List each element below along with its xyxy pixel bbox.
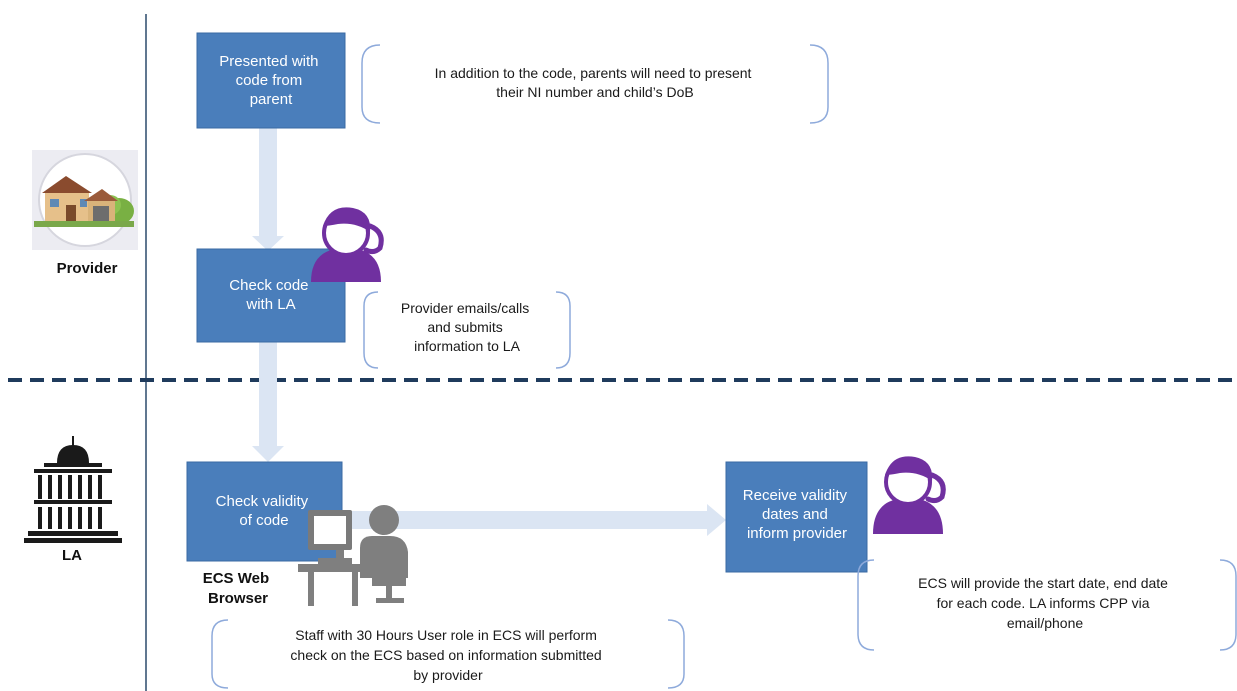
caption-ecs-line-2: Browser bbox=[208, 590, 268, 607]
note-bracket-right bbox=[1219, 559, 1237, 651]
arrow-validity-to-receive bbox=[342, 504, 726, 536]
person-phone-icon bbox=[873, 456, 946, 534]
note-provider-line-2: and submits bbox=[427, 319, 502, 335]
note-provider-emails: Provider emails/calls and submits inform… bbox=[363, 291, 571, 369]
note-ecs-line-1: ECS will provide the start date, end dat… bbox=[918, 575, 1168, 591]
house-icon bbox=[32, 150, 138, 250]
note-ecs-provide: ECS will provide the start date, end dat… bbox=[857, 559, 1237, 651]
note-ecs-line-2: for each code. LA informs CPP via bbox=[937, 595, 1150, 611]
arrow-check-to-validity bbox=[252, 342, 284, 462]
arrow-presented-to-check bbox=[252, 128, 284, 251]
note-parents-present: In addition to the code, parents will ne… bbox=[361, 44, 829, 124]
note-parents-line-2: their NI number and child’s DoB bbox=[496, 84, 693, 100]
note-parents-line-1: In addition to the code, parents will ne… bbox=[435, 65, 752, 81]
lane-label-provider: Provider bbox=[57, 260, 118, 277]
svg-text:In addition to the code, paren: In addition to the code, parents will ne… bbox=[435, 65, 756, 100]
svg-text:Presented with code from: Presented with code from parent bbox=[219, 53, 322, 108]
box-receive-validity: Receive validity dates and inform provid… bbox=[725, 461, 868, 573]
box-check-code-line-1: Check code bbox=[229, 277, 308, 294]
svg-text:Receive validity dates a: Receive validity dates and inform provid… bbox=[743, 487, 851, 542]
caption-ecs-line-1: ECS Web bbox=[203, 570, 269, 587]
box-presented-line-2: code from bbox=[236, 72, 303, 89]
note-staff-line-3: by provider bbox=[413, 667, 483, 683]
note-provider-line-1: Provider emails/calls bbox=[401, 300, 529, 316]
note-bracket-left bbox=[361, 44, 381, 124]
svg-text:Staff with 30 Hours User role: Staff with 30 Hours User role in ECS wil… bbox=[290, 627, 605, 683]
note-staff-line-1: Staff with 30 Hours User role in ECS wil… bbox=[295, 627, 597, 643]
svg-text:Provider emails/calls an: Provider emails/calls and submits inform… bbox=[401, 300, 533, 354]
note-staff-check: Staff with 30 Hours User role in ECS wil… bbox=[211, 619, 685, 689]
lane-label-la: LA bbox=[62, 547, 82, 564]
box-check-validity-line-2: of code bbox=[239, 512, 288, 529]
box-presented-line-1: Presented with bbox=[219, 53, 318, 70]
note-bracket-left bbox=[363, 291, 379, 369]
note-bracket-left bbox=[211, 619, 229, 689]
note-bracket-right bbox=[667, 619, 685, 689]
svg-text:Check code with LA: Check code with LA bbox=[229, 277, 312, 313]
note-provider-line-3: information to LA bbox=[414, 338, 520, 354]
svg-text:ECS will provide the start dat: ECS will provide the start date, end dat… bbox=[918, 575, 1172, 631]
note-bracket-left bbox=[857, 559, 875, 651]
box-presented-with-code: Presented with code from parent bbox=[196, 32, 346, 129]
svg-text:Check validity of code: Check validity of code bbox=[216, 493, 313, 529]
box-check-code-line-2: with LA bbox=[245, 296, 295, 313]
box-check-validity-line-1: Check validity bbox=[216, 493, 309, 510]
person-phone-icon bbox=[311, 207, 384, 282]
note-ecs-line-3: email/phone bbox=[1007, 615, 1083, 631]
government-building-icon bbox=[24, 436, 122, 543]
box-receive-line-2: dates and bbox=[762, 506, 828, 523]
note-bracket-right bbox=[809, 44, 829, 124]
note-bracket-right bbox=[555, 291, 571, 369]
note-staff-line-2: check on the ECS based on information su… bbox=[290, 647, 601, 663]
box-presented-line-3: parent bbox=[250, 91, 293, 108]
box-receive-line-3: inform provider bbox=[747, 525, 847, 542]
caption-ecs-web-browser: ECS Web Browser bbox=[203, 570, 274, 607]
box-receive-line-1: Receive validity bbox=[743, 487, 848, 504]
person-computer-icon bbox=[298, 505, 408, 606]
